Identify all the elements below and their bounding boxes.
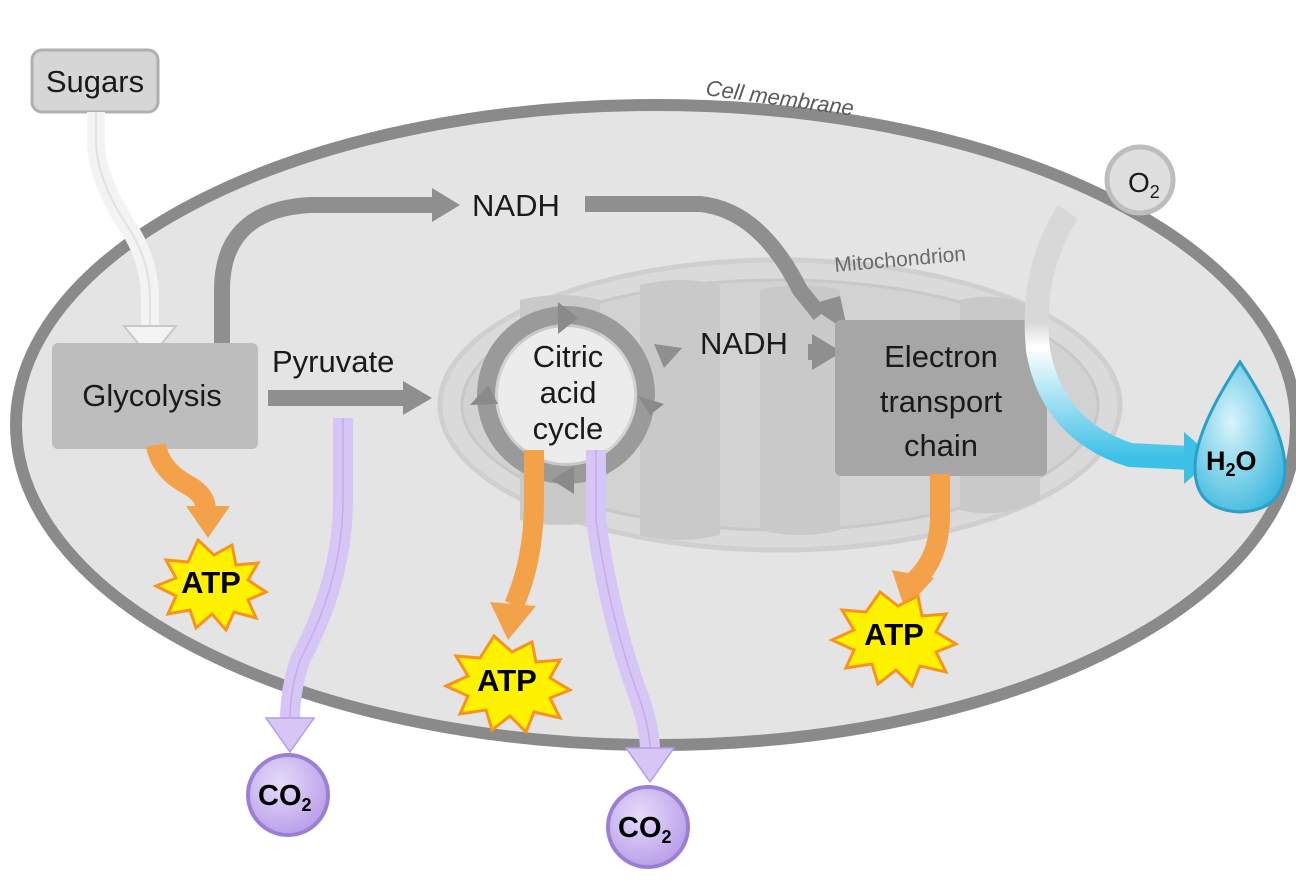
cycle-arrow-top	[558, 302, 578, 334]
etc-atp-arrowhead	[892, 570, 934, 610]
o2-to-h2o-arrow	[1024, 205, 1191, 470]
etc-label-3: chain	[904, 428, 978, 463]
h2o-label: H2O	[1206, 446, 1257, 480]
cycle-arrow-right	[638, 396, 664, 415]
cycle-arrow-left	[470, 385, 498, 405]
cycle-to-nadh-arrowhead	[654, 344, 682, 368]
nadh-top-arrowhead	[432, 188, 460, 222]
sugars-to-glycolysis-arrow	[87, 112, 159, 325]
atp-etc-label: ATP	[864, 617, 924, 652]
glycolysis-label: Glycolysis	[82, 378, 222, 413]
nadh-top-label: NADH	[472, 188, 560, 223]
atp-citric-burst: ATP	[442, 633, 574, 735]
citric-label-3: cycle	[533, 411, 604, 446]
co2-right: CO2	[606, 785, 690, 869]
citric-atp-arrow	[504, 450, 544, 610]
atp-etc-burst: ATP	[828, 589, 960, 689]
citric-label-2: acid	[540, 375, 597, 410]
atp-glycolysis-label: ATP	[181, 565, 241, 600]
pyruvate-co2-arrowhead	[264, 717, 316, 754]
nadh-to-etc-arrow	[585, 196, 827, 320]
glycolysis-atp-arrowhead	[186, 506, 230, 538]
citric-cycle-center	[498, 327, 634, 463]
etc-label-2: transport	[880, 384, 1003, 419]
atp-glycolysis-burst: ATP	[152, 537, 270, 633]
cycle-arrow-bottom	[552, 466, 574, 494]
sugars-label: Sugars	[46, 64, 144, 99]
citric-atp-arrowhead	[490, 602, 536, 640]
citric-co2-arrowhead	[624, 747, 676, 784]
etc-label-1: Electron	[884, 339, 998, 374]
o2-label: O2	[1128, 167, 1160, 202]
sugars-arrowhead	[121, 325, 179, 360]
co2-left: CO2	[246, 753, 330, 837]
o2-circle	[1104, 144, 1176, 216]
atp-citric-label: ATP	[477, 663, 537, 698]
glycolysis-box	[52, 343, 258, 449]
glycolysis-to-nadh-arrow	[214, 197, 435, 343]
nadh-mid-label: NADH	[700, 326, 788, 361]
cristae	[520, 280, 1040, 540]
nadh-mid-arrowhead	[812, 334, 842, 370]
citric-label-1: Citric	[533, 339, 604, 374]
co2-left-label: CO2	[258, 780, 312, 815]
glycolysis-atp-arrow	[146, 442, 216, 511]
etc-box	[835, 320, 1047, 476]
co2-right-label: CO2	[618, 812, 672, 847]
h2o-drop	[1193, 359, 1287, 514]
pyruvate-label: Pyruvate	[272, 344, 394, 379]
pyruvate-arrowhead	[403, 381, 432, 415]
